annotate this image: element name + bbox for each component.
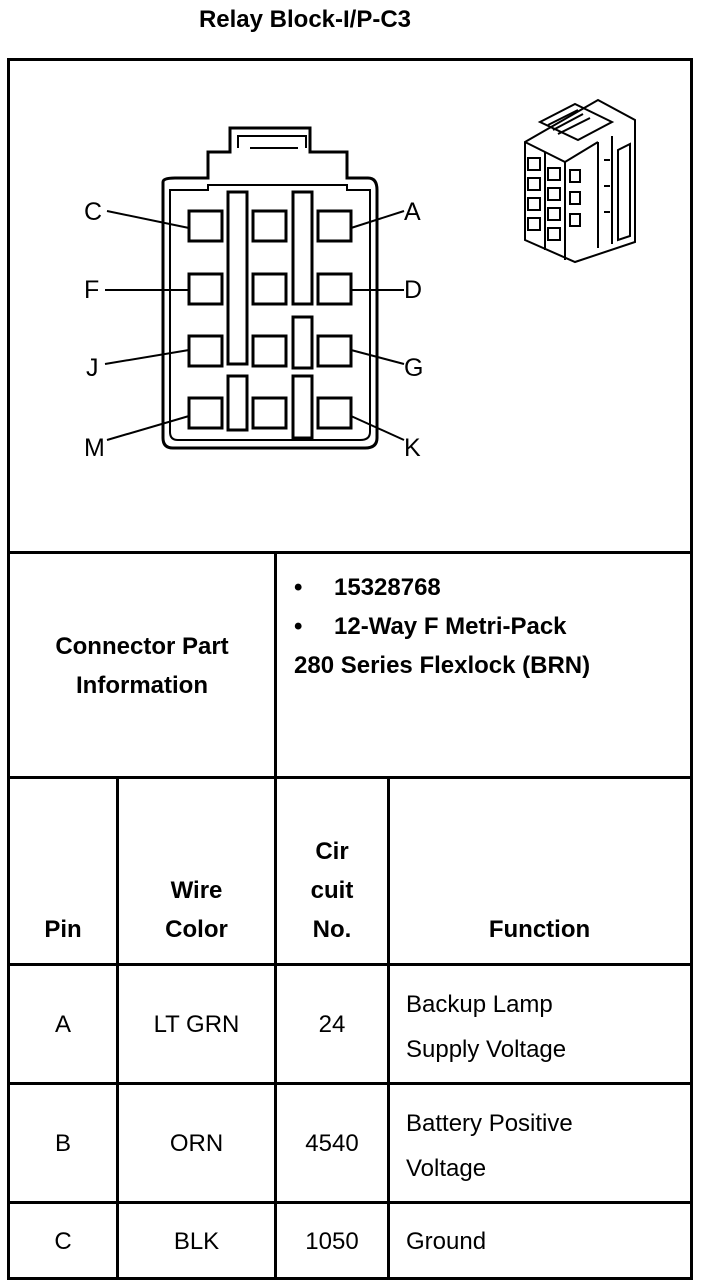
divider-info-middle bbox=[274, 551, 277, 779]
divider-bar-right-low bbox=[291, 374, 314, 440]
divider-bar-right bbox=[291, 190, 314, 306]
divider-info-top bbox=[7, 551, 693, 554]
cavity-m bbox=[187, 396, 224, 430]
connector-info-values: • 15328768 • 12-Way F Metri-Pack 280 Serie… bbox=[294, 568, 689, 685]
divider-row-b bbox=[7, 1201, 693, 1204]
part-number-item: • 15328768 bbox=[294, 568, 689, 607]
divider-col-1 bbox=[116, 776, 119, 1277]
row-b-function: Battery Positive Voltage bbox=[406, 1110, 573, 1182]
cavity-k bbox=[316, 396, 353, 430]
bullet: • bbox=[294, 574, 303, 601]
cavity-j bbox=[187, 334, 224, 368]
cavity-d bbox=[316, 272, 353, 306]
connector-isometric-illustration bbox=[524, 98, 636, 264]
row-c-wire: BLK bbox=[173, 1228, 220, 1255]
connector-frame bbox=[7, 58, 693, 1280]
pin-label-j: J bbox=[86, 354, 99, 382]
divider-bar-mid bbox=[291, 315, 314, 370]
connector-info-label-line1: Connector Part bbox=[55, 633, 229, 660]
connector-housing-inner bbox=[169, 184, 371, 441]
pin-label-f: F bbox=[84, 276, 99, 304]
row-a-pin: A bbox=[54, 1011, 71, 1038]
cavity-a bbox=[316, 209, 353, 243]
cavity-f bbox=[187, 272, 224, 306]
row-a-circuit: 24 bbox=[318, 1011, 346, 1038]
header-wire-color: Wire Color bbox=[165, 877, 228, 943]
cavity-c bbox=[187, 209, 224, 243]
divider-col-3 bbox=[387, 776, 390, 1277]
header-function: Function bbox=[488, 916, 591, 943]
divider-row-a bbox=[7, 1082, 693, 1085]
header-circuit-no: Cir cuit No. bbox=[310, 838, 354, 943]
pin-label-k: K bbox=[404, 434, 421, 462]
divider-bar-left-low bbox=[226, 374, 249, 432]
connector-info-label: Connector Part Information bbox=[10, 627, 274, 705]
row-a-wire: LT GRN bbox=[153, 1011, 240, 1038]
row-b-pin: B bbox=[54, 1130, 71, 1157]
divider-header-bottom bbox=[7, 963, 693, 966]
connector-desc-line1: 12-Way F Metri-Pack bbox=[334, 613, 567, 640]
row-c-circuit: 1050 bbox=[305, 1228, 359, 1255]
cavity-e bbox=[251, 272, 288, 306]
page-title: Relay Block-I/P-C3 bbox=[198, 6, 412, 33]
cavity-b bbox=[251, 209, 288, 243]
divider-bar-left bbox=[226, 190, 249, 366]
row-b-circuit: 4540 bbox=[305, 1130, 359, 1157]
part-number: 15328768 bbox=[334, 574, 441, 601]
row-b-wire: ORN bbox=[169, 1130, 224, 1157]
latch-outline bbox=[237, 135, 307, 148]
connector-desc-line2: 280 Series Flexlock (BRN) bbox=[294, 652, 591, 679]
pin-label-a: A bbox=[404, 198, 421, 226]
row-c-pin: C bbox=[54, 1228, 72, 1255]
divider-table-top bbox=[7, 776, 693, 779]
cavity-l bbox=[251, 396, 288, 430]
connector-face-diagram: C A F D J G M K bbox=[84, 98, 636, 462]
bullet: • bbox=[294, 613, 303, 640]
pin-label-c: C bbox=[84, 198, 102, 226]
row-c-function: Ground bbox=[406, 1228, 487, 1255]
header-pin: Pin bbox=[44, 916, 82, 943]
pin-label-d: D bbox=[404, 276, 422, 304]
connector-desc-item: • 12-Way F Metri-Pack bbox=[294, 607, 689, 646]
connector-housing-outline bbox=[161, 126, 379, 450]
cavity-g bbox=[316, 334, 353, 368]
pin-label-g: G bbox=[404, 354, 423, 382]
divider-col-2 bbox=[274, 776, 277, 1277]
cavity-h bbox=[251, 334, 288, 368]
pin-label-m: M bbox=[84, 434, 105, 462]
connector-info-label-line2: Information bbox=[76, 672, 208, 699]
row-a-function: Backup Lamp Supply Voltage bbox=[406, 991, 567, 1063]
